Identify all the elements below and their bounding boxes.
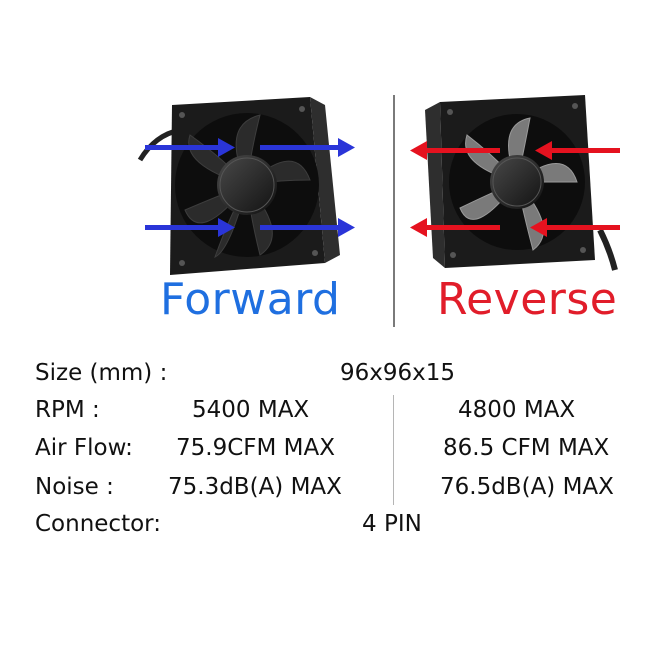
rpm-forward-value: 5400 MAX [192,397,310,423]
noise-forward-value: 75.3dB(A) MAX [168,474,342,500]
spec-divider [393,395,394,505]
size-label: Size (mm) : [35,360,168,386]
airflow-label: Air Flow: [35,435,133,461]
airflow-forward-value: 75.9CFM MAX [176,435,335,461]
rpm-label: RPM : [35,397,100,423]
connector-value: 4 PIN [362,511,422,537]
size-value: 96x96x15 [340,360,456,386]
connector-label: Connector: [35,511,161,537]
reverse-label: Reverse [437,274,618,325]
noise-reverse-value: 76.5dB(A) MAX [440,474,614,500]
noise-label: Noise : [35,474,114,500]
reverse-airflow-arrows [410,141,620,237]
forward-label: Forward [160,274,341,325]
forward-airflow-arrows [145,138,355,237]
section-divider [393,95,395,327]
rpm-reverse-value: 4800 MAX [458,397,576,423]
airflow-reverse-value: 86.5 CFM MAX [443,435,610,461]
